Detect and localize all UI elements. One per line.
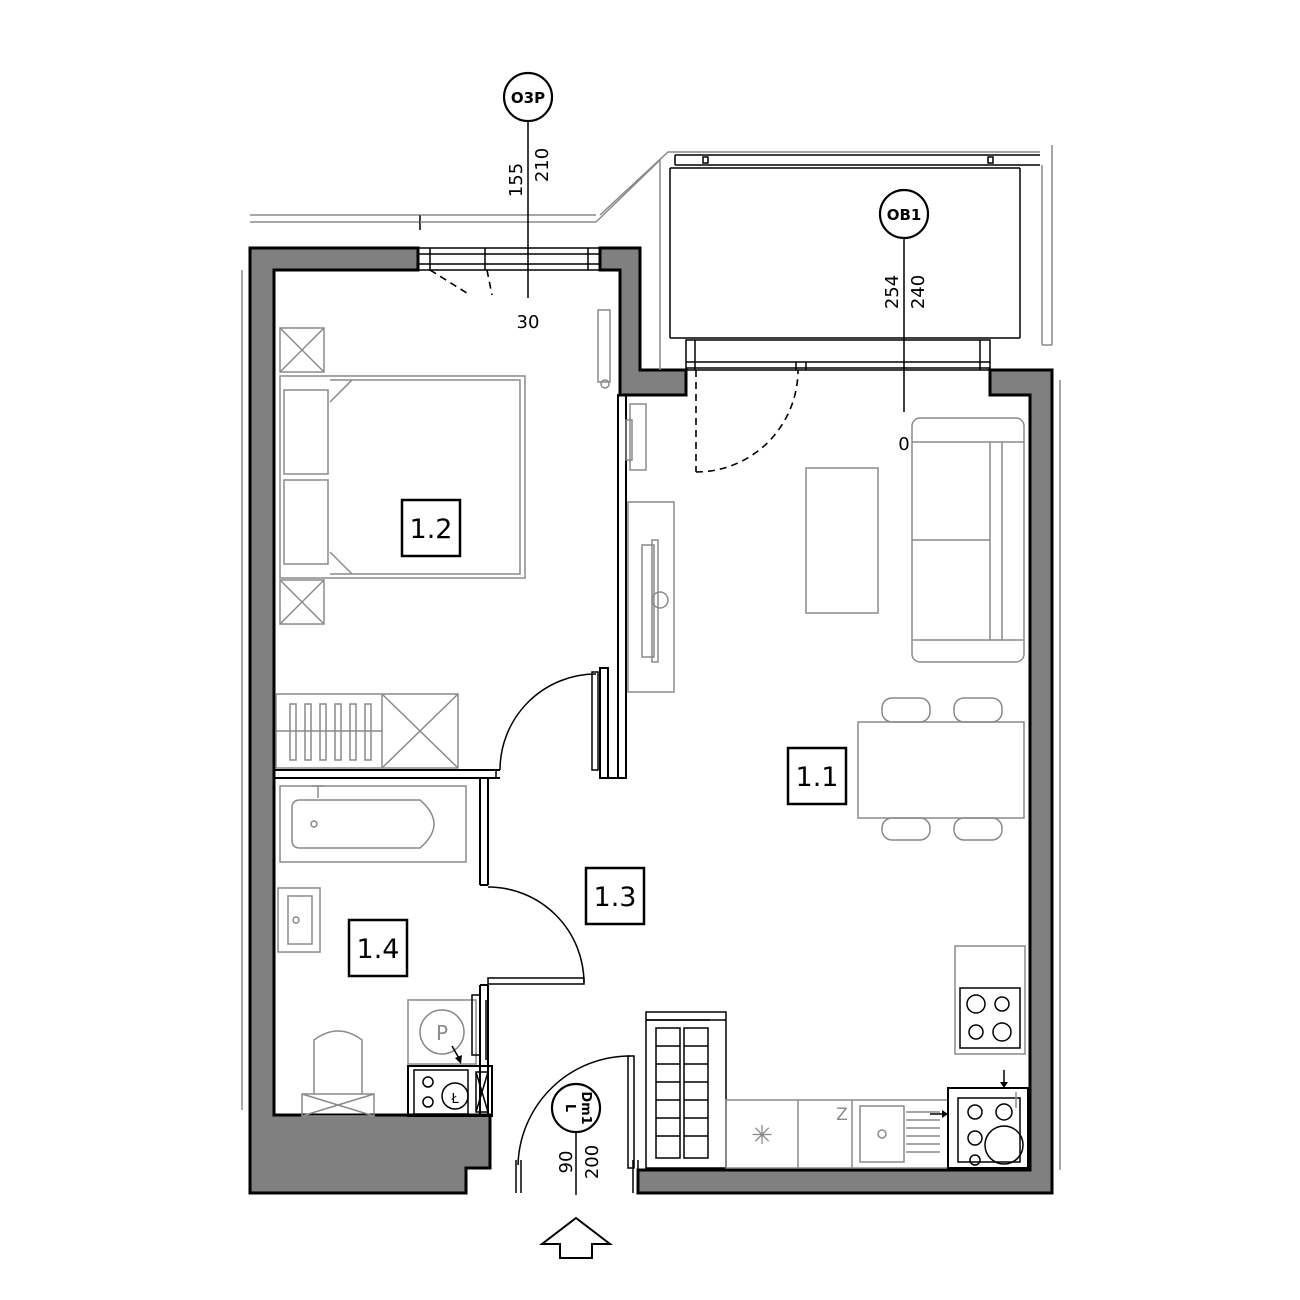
bedroom-furniture xyxy=(275,309,611,769)
tag-code: OB1 xyxy=(887,206,922,224)
window-o3p xyxy=(250,214,601,296)
room-label-1-2: 1.2 xyxy=(400,498,462,558)
door-height: 200 xyxy=(582,1145,603,1179)
room-label-1-1: 1.1 xyxy=(786,746,848,806)
window-height: 210 xyxy=(532,148,553,182)
bathroom-fixtures xyxy=(277,785,493,1117)
window-width: 254 xyxy=(882,275,903,309)
room-label-1-3: 1.3 xyxy=(584,866,646,926)
balcony xyxy=(595,145,1053,473)
boiler-symbol: Ł xyxy=(450,1092,459,1107)
door-bedroom xyxy=(495,671,599,778)
window-height: 240 xyxy=(908,275,929,309)
tag-code: O3P xyxy=(511,89,545,107)
tag-side: L xyxy=(562,1104,577,1112)
window-width: 155 xyxy=(506,163,527,197)
window-sill: 0 xyxy=(898,434,909,455)
room-label-1-4: 1.4 xyxy=(347,918,409,978)
tag-o3p: O3P 155 210 30 xyxy=(502,71,554,333)
living-furniture xyxy=(625,403,1025,841)
room-id: 1.3 xyxy=(594,882,637,913)
tag-code: Dm1 xyxy=(578,1091,593,1124)
dishwasher-icon: ✳ xyxy=(751,1121,773,1151)
room-id: 1.4 xyxy=(357,934,400,965)
tag-dm1: Dm1 L 90 200 xyxy=(550,1082,603,1195)
room-id: 1.1 xyxy=(796,762,839,793)
washer-symbol: P xyxy=(436,1021,448,1045)
tag-ob1: OB1 254 240 0 xyxy=(878,188,930,455)
fridge-symbol: Z xyxy=(836,1105,848,1125)
entrance-arrow-icon xyxy=(539,1216,613,1259)
window-sill: 30 xyxy=(517,312,540,333)
door-entrance xyxy=(515,1055,639,1193)
room-id: 1.2 xyxy=(410,514,453,545)
door-bathroom xyxy=(487,886,585,985)
door-width: 90 xyxy=(556,1151,577,1174)
kitchen xyxy=(645,945,1029,1169)
